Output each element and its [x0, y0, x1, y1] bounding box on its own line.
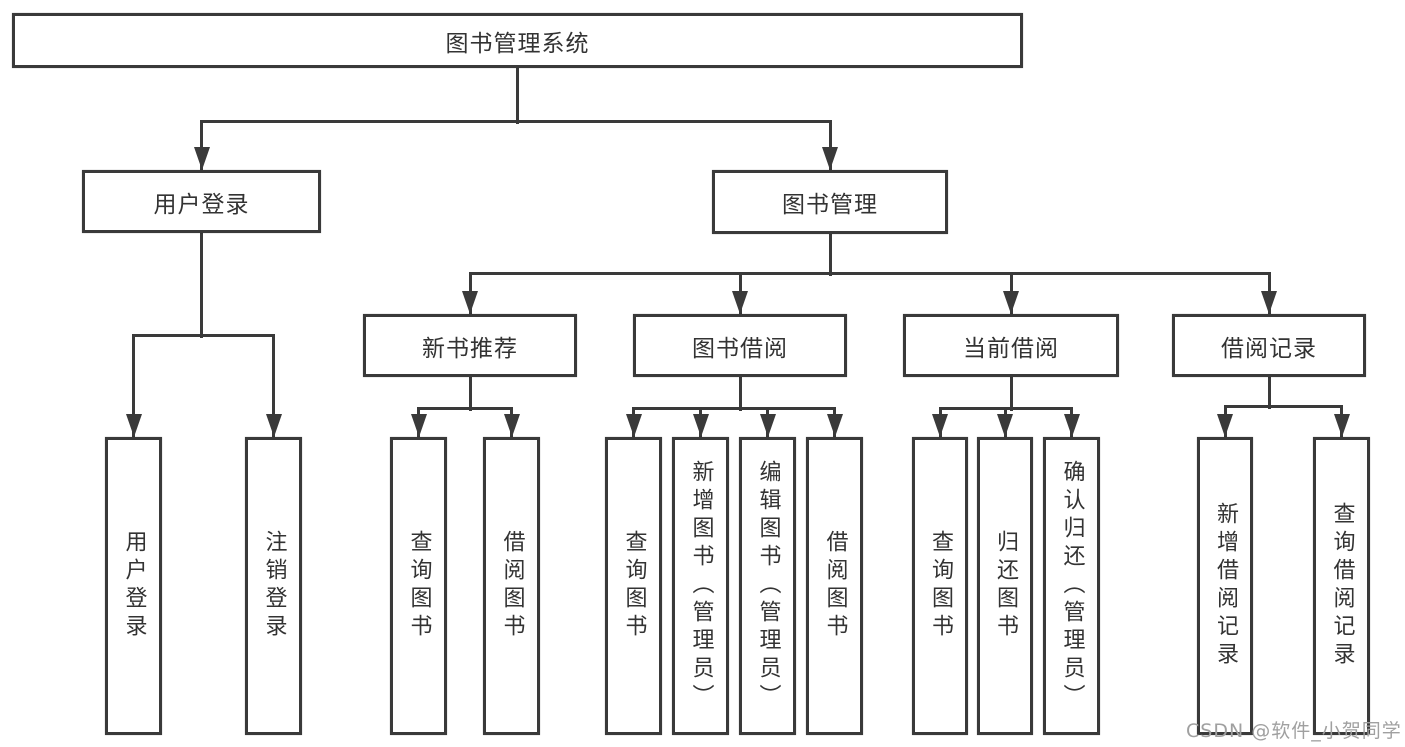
connector-line [200, 121, 203, 170]
arrow-down-icon [1333, 414, 1350, 437]
node-label: 新增图书（管理员） [688, 460, 714, 712]
node-label: 用户登录 [153, 191, 250, 218]
node-label: 编辑图书（管理员） [755, 460, 781, 712]
connector-line [738, 377, 742, 411]
node-label: 查询图书 [621, 530, 647, 642]
arrow-down-icon [625, 414, 642, 437]
connector-line [468, 271, 1271, 275]
node-v-query-record: 查询借阅记录 [1313, 437, 1370, 735]
node-v-add-book: 新增图书（管理员） [672, 437, 729, 735]
arrow-down-icon [997, 414, 1013, 437]
arrow-down-icon [692, 414, 709, 437]
node-book-borrow: 图书借阅 [633, 314, 847, 377]
node-label: 图书管理 [782, 192, 878, 218]
connector-line [132, 335, 135, 437]
connector-line [1009, 377, 1013, 411]
arrow-down-icon [732, 291, 748, 314]
node-label: 确认归还（管理员） [1059, 460, 1085, 712]
node-label: 新增借阅记录 [1213, 502, 1238, 670]
connector-line [200, 119, 832, 123]
node-v-query-book-2: 查询图书 [605, 437, 662, 735]
node-v-query-book-1: 查询图书 [390, 437, 447, 735]
arrow-down-icon [822, 147, 838, 170]
connector-line [1267, 377, 1271, 409]
connector-line [515, 68, 519, 124]
arrow-down-icon [193, 147, 210, 170]
arrow-down-icon [826, 414, 843, 437]
connector-line [1223, 404, 1343, 408]
arrow-down-icon [1003, 291, 1019, 314]
node-book-mgmt: 图书管理 [712, 170, 948, 234]
node-label: 查询借阅记录 [1329, 502, 1355, 670]
csdn-watermark: CSDN @软件_小贺同学 [1186, 720, 1402, 742]
arrow-down-icon [1063, 414, 1080, 437]
connector-line [468, 377, 472, 411]
connector-line [272, 335, 275, 437]
node-label: 新书推荐 [422, 335, 518, 362]
node-new-book-rec: 新书推荐 [363, 314, 577, 377]
node-root: 图书管理系统 [12, 13, 1023, 68]
connector-line [417, 406, 513, 410]
node-current-borrow: 当前借阅 [903, 314, 1119, 377]
node-label: 注销登录 [261, 530, 287, 642]
node-label: 图书管理系统 [445, 30, 590, 57]
node-user-login: 用户登录 [82, 170, 321, 233]
node-v-borrow-book-1: 借阅图书 [483, 437, 540, 735]
node-v-add-record: 新增借阅记录 [1197, 437, 1253, 735]
arrow-down-icon [125, 414, 142, 437]
node-label: 图书借阅 [692, 335, 788, 362]
connector-line [828, 234, 832, 276]
node-v-borrow-book-2: 借阅图书 [806, 437, 863, 735]
arrow-down-icon [1261, 291, 1277, 314]
node-v-query-book-3: 查询图书 [912, 437, 968, 735]
arrow-down-icon [503, 414, 520, 437]
connector-line [632, 406, 836, 410]
node-label: 当前借阅 [963, 335, 1059, 362]
arrow-down-icon [410, 414, 427, 437]
arrow-down-icon [932, 414, 948, 437]
connector-line [132, 333, 275, 337]
node-v-return-book: 归还图书 [977, 437, 1033, 735]
connector-line [200, 233, 203, 338]
node-borrow-record: 借阅记录 [1172, 314, 1366, 377]
node-label: 查询图书 [928, 530, 953, 642]
node-label: 查询图书 [406, 530, 432, 642]
connector-line [828, 121, 832, 170]
node-v-logout: 注销登录 [245, 437, 302, 735]
arrow-down-icon [265, 414, 282, 437]
node-label: 借阅记录 [1221, 335, 1317, 362]
node-v-user-login: 用户登录 [105, 437, 162, 735]
arrow-down-icon [759, 414, 776, 437]
node-label: 归还图书 [993, 530, 1018, 642]
arrow-down-icon [462, 291, 478, 314]
node-label: 借阅图书 [499, 530, 525, 642]
node-v-confirm-return: 确认归还（管理员） [1043, 437, 1100, 735]
arrow-down-icon [1217, 414, 1233, 437]
node-label: 借阅图书 [822, 530, 848, 642]
node-label: 用户登录 [121, 530, 147, 642]
node-v-edit-book: 编辑图书（管理员） [739, 437, 796, 735]
